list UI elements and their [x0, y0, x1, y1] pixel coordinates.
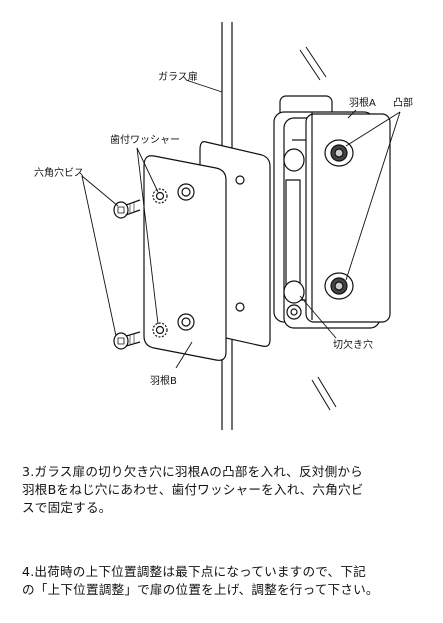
- hinge-assembly-diagram: ガラス扉 歯付ワッシャー 六角穴ビス 羽根A 凸部 切欠き穴 羽根B: [34, 22, 413, 430]
- label-notch-hole: 切欠き穴: [333, 338, 373, 351]
- label-toothed-washer: 歯付ワッシャー: [110, 133, 180, 146]
- step-line: 3.ガラス扉の切り欠き穴に羽根Aの凸部を入れ、反対側から: [22, 464, 363, 479]
- glass-reflection-marks: [299, 46, 337, 411]
- step-line: スで固定する。: [22, 500, 112, 515]
- leader-lines: [81, 79, 401, 369]
- label-boss: 凸部: [393, 96, 413, 109]
- label-wing-b: 羽根B: [150, 374, 177, 387]
- label-wing-a: 羽根A: [349, 96, 376, 109]
- toothed-washer-bottom: [152, 322, 168, 338]
- wing-a-body: [273, 95, 391, 329]
- hex-screw-top: [113, 199, 141, 219]
- notch-hole-bottom: [283, 280, 305, 320]
- instruction-step-3: 3.ガラス扉の切り欠き穴に羽根Aの凸部を入れ、反対側から 羽根Bをねじ穴にあわせ…: [22, 463, 432, 517]
- wing-a-boss-bottom: [324, 272, 354, 300]
- hex-screw-bottom: [113, 331, 141, 350]
- wing-b-plate: [143, 155, 227, 361]
- step-line: 4.出荷時の上下位置調整は最下点になっていますので、下記: [22, 564, 366, 579]
- label-glass-door: ガラス扉: [158, 70, 198, 83]
- notch-hole-top: [283, 148, 305, 172]
- step-line: の「上下位置調整」で扉の位置を上げ、調整を行って下さい。: [22, 582, 379, 597]
- toothed-washer-top: [152, 188, 168, 204]
- instruction-step-4: 4.出荷時の上下位置調整は最下点になっていますので、下記 の「上下位置調整」で扉…: [22, 563, 432, 599]
- label-hex-screw: 六角穴ビス: [34, 166, 84, 179]
- wing-a-boss-top: [324, 139, 354, 167]
- step-line: 羽根Bをねじ穴にあわせ、歯付ワッシャーを入れ、六角穴ビ: [22, 482, 364, 497]
